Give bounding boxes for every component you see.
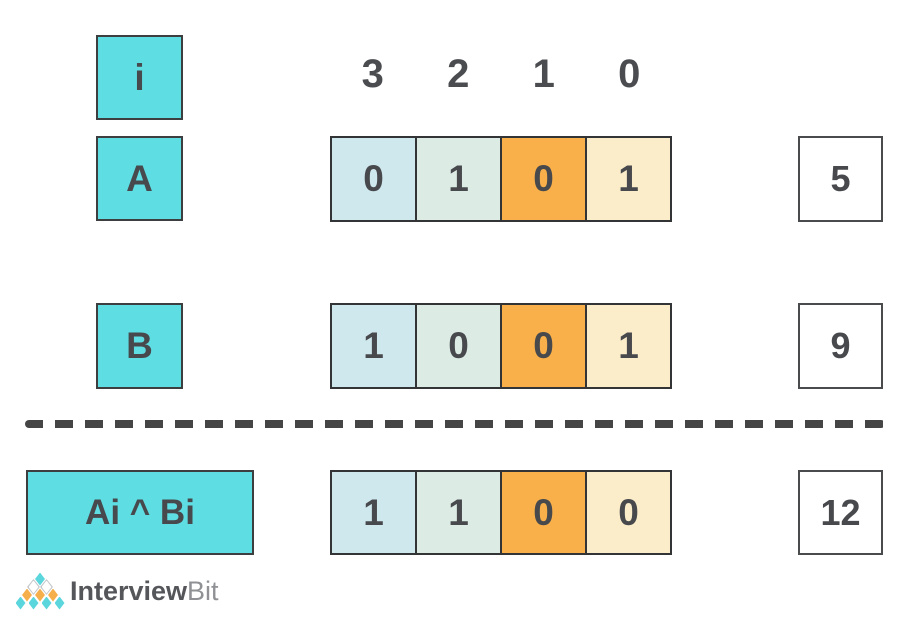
bit-cell: 1 bbox=[587, 305, 670, 387]
decimal-result-a-text: 5 bbox=[830, 158, 851, 199]
bit-cell: 1 bbox=[587, 138, 670, 220]
bit-strip-a: 0 1 0 1 bbox=[330, 136, 672, 222]
decimal-result-a: 5 bbox=[798, 136, 883, 222]
bit-index-0: 0 bbox=[618, 52, 641, 96]
decimal-result-xor: 12 bbox=[798, 470, 883, 555]
bit-index-1: 1 bbox=[532, 52, 555, 96]
bit-cell: 0 bbox=[502, 305, 587, 387]
bit-index-2: 2 bbox=[447, 52, 470, 96]
logo-diamond-cyan bbox=[53, 595, 66, 611]
logo-diamond-cyan bbox=[14, 595, 27, 611]
wordmark-light: Bit bbox=[187, 576, 219, 606]
bit-cell: 0 bbox=[417, 305, 502, 387]
interviewbit-pyramid-icon bbox=[14, 571, 66, 611]
row-label-a: A bbox=[96, 136, 183, 221]
decimal-result-b-text: 9 bbox=[830, 325, 851, 366]
row-label-b-text: B bbox=[126, 325, 153, 366]
bit-cell: 1 bbox=[332, 472, 417, 553]
bit-strip-b: 1 0 0 1 bbox=[330, 303, 672, 389]
bit-cell: 1 bbox=[417, 472, 502, 553]
row-label-xor-text: Ai ^ Bi bbox=[85, 492, 195, 532]
index-label: i bbox=[134, 56, 145, 98]
bit-cell: 0 bbox=[332, 138, 417, 220]
interviewbit-wordmark: InterviewBit bbox=[70, 573, 219, 609]
row-label-a-text: A bbox=[126, 157, 153, 199]
decimal-result-xor-text: 12 bbox=[820, 491, 861, 533]
bit-strip-xor: 1 1 0 0 bbox=[330, 470, 672, 555]
bit-index-row: 3 2 1 0 bbox=[330, 52, 672, 96]
row-label-b: B bbox=[96, 303, 183, 389]
wordmark-bold: Interview bbox=[70, 576, 188, 606]
bit-cell: 0 bbox=[502, 472, 587, 553]
bit-cell: 1 bbox=[332, 305, 417, 387]
bit-cell: 0 bbox=[502, 138, 587, 220]
bit-cell: 0 bbox=[587, 472, 670, 553]
bit-cell: 1 bbox=[417, 138, 502, 220]
decimal-result-b: 9 bbox=[798, 303, 883, 389]
logo-diamond-cyan bbox=[27, 595, 40, 611]
interviewbit-logo: InterviewBit bbox=[14, 569, 234, 613]
row-label-xor: Ai ^ Bi bbox=[26, 470, 254, 555]
bit-index-3: 3 bbox=[361, 52, 384, 96]
logo-diamond-cyan bbox=[40, 595, 53, 611]
dashed-divider bbox=[25, 420, 885, 428]
index-label-box: i bbox=[96, 35, 183, 120]
